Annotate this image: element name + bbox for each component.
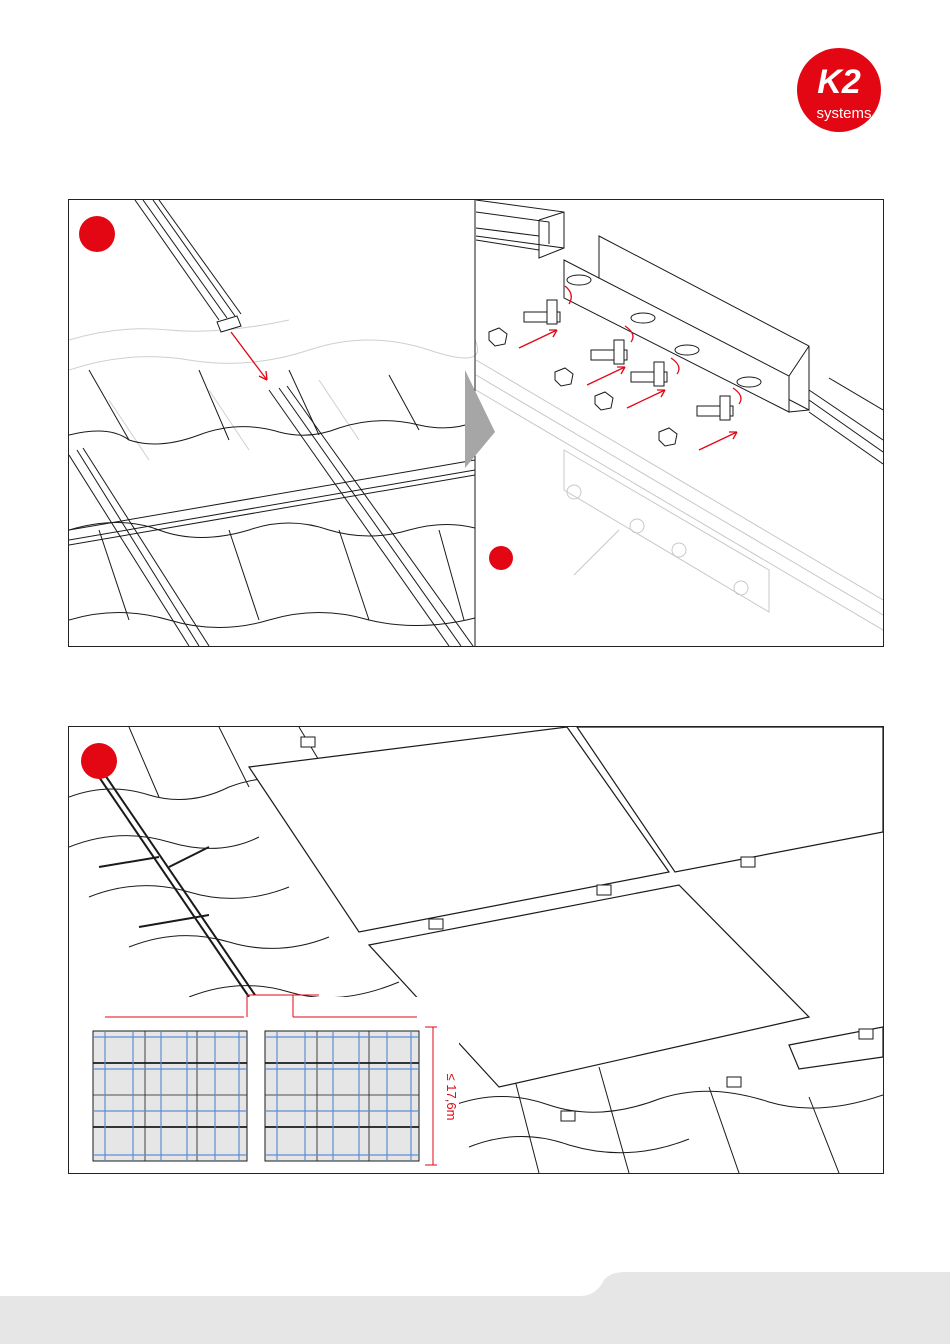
- bottom-illustration: ≤ 17,6m: [69, 727, 883, 1173]
- max-length-label: ≤ 17,6m: [444, 1074, 459, 1121]
- top-illustration-frame: [68, 199, 884, 647]
- logo-word: systems: [816, 105, 871, 122]
- footer-band: [0, 1272, 950, 1344]
- inset-array-layout: ≤ 17,6m: [79, 995, 459, 1173]
- mounting-rail: [99, 775, 255, 997]
- k2-systems-logo: K2 systems: [792, 48, 886, 134]
- bottom-illustration-frame: ≤ 17,6m: [68, 726, 884, 1174]
- step-marker-2: [489, 546, 513, 570]
- step-marker-1: [79, 216, 115, 252]
- logo-mark: K2: [817, 63, 861, 101]
- next-step-arrow-icon: [465, 370, 495, 468]
- step-marker-3: [81, 743, 117, 779]
- right-rail-connector-illustration: [476, 200, 883, 630]
- top-illustrations: [69, 200, 883, 646]
- left-rail-insert-illustration: [69, 200, 478, 646]
